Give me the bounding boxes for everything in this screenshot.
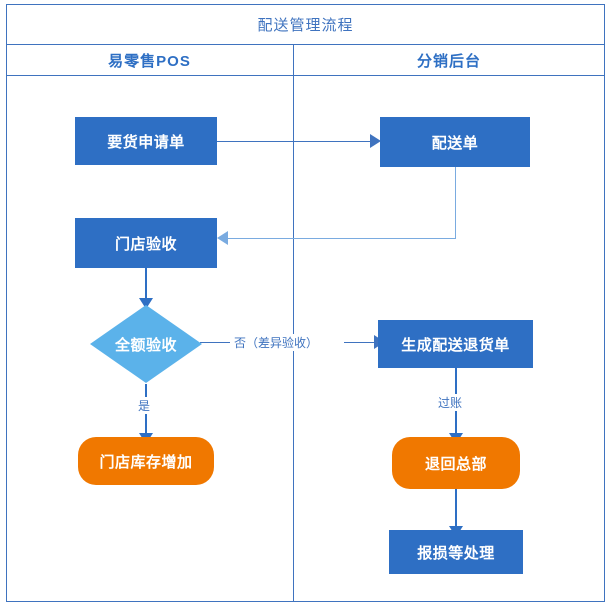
- edge-label-no-difference: 否（差异验收）: [232, 334, 321, 351]
- node-return-to-headquarters-label: 退回总部: [424, 455, 487, 473]
- node-generate-return-order[interactable]: 生成配送退货单: [378, 320, 533, 368]
- node-loss-handling[interactable]: 报损等处理: [389, 530, 523, 574]
- edge-label-yes: 是: [136, 397, 153, 414]
- diagram-title-row: 配送管理流程: [6, 4, 605, 45]
- arrowhead-to-delivery-order: [370, 134, 381, 148]
- lane-header-row: 易零售POS 分销后台: [6, 45, 605, 76]
- edge-label-posting: 过账: [436, 394, 465, 411]
- node-store-inventory-increase[interactable]: 门店库存增加: [78, 437, 214, 485]
- arrowhead-to-store-acceptance: [217, 231, 228, 245]
- node-loss-handling-label: 报损等处理: [417, 544, 495, 562]
- diamond-shape-icon: [90, 305, 202, 383]
- node-store-acceptance-label: 门店验收: [114, 235, 177, 253]
- edge-line-no-left: [200, 342, 230, 343]
- edge-line-acceptance-to-decision: [145, 268, 147, 301]
- node-store-inventory-increase-label: 门店库存增加: [99, 453, 193, 471]
- edge-line-return-to-loss: [455, 489, 457, 529]
- diagram-title: 配送管理流程: [257, 16, 354, 34]
- node-generate-return-order-label: 生成配送退货单: [401, 336, 510, 354]
- node-full-acceptance-decision[interactable]: 全额验收: [90, 305, 202, 383]
- lane-divider: [293, 45, 294, 602]
- lane-header-backend-label: 分销后台: [416, 52, 481, 70]
- edge-line-no-right: [344, 342, 376, 343]
- arrowhead-to-full-acceptance-decision: [139, 298, 153, 309]
- edge-line-delivery-down: [455, 167, 456, 239]
- node-store-acceptance[interactable]: 门店验收: [75, 218, 217, 268]
- edge-line-request-to-delivery: [217, 141, 372, 142]
- lane-header-backend: 分销后台: [293, 45, 605, 75]
- lane-header-pos: 易零售POS: [6, 45, 293, 75]
- node-return-to-headquarters[interactable]: 退回总部: [392, 437, 520, 489]
- node-full-acceptance-decision-label: 全额验收: [114, 336, 177, 354]
- lane-header-pos-label: 易零售POS: [108, 52, 191, 70]
- node-request-order[interactable]: 要货申请单: [75, 117, 217, 165]
- node-delivery-order[interactable]: 配送单: [380, 117, 530, 167]
- node-delivery-order-label: 配送单: [431, 134, 479, 152]
- edge-line-delivery-to-acceptance: [228, 238, 456, 239]
- node-request-order-label: 要货申请单: [107, 133, 185, 151]
- swimlane-frame: [6, 4, 605, 602]
